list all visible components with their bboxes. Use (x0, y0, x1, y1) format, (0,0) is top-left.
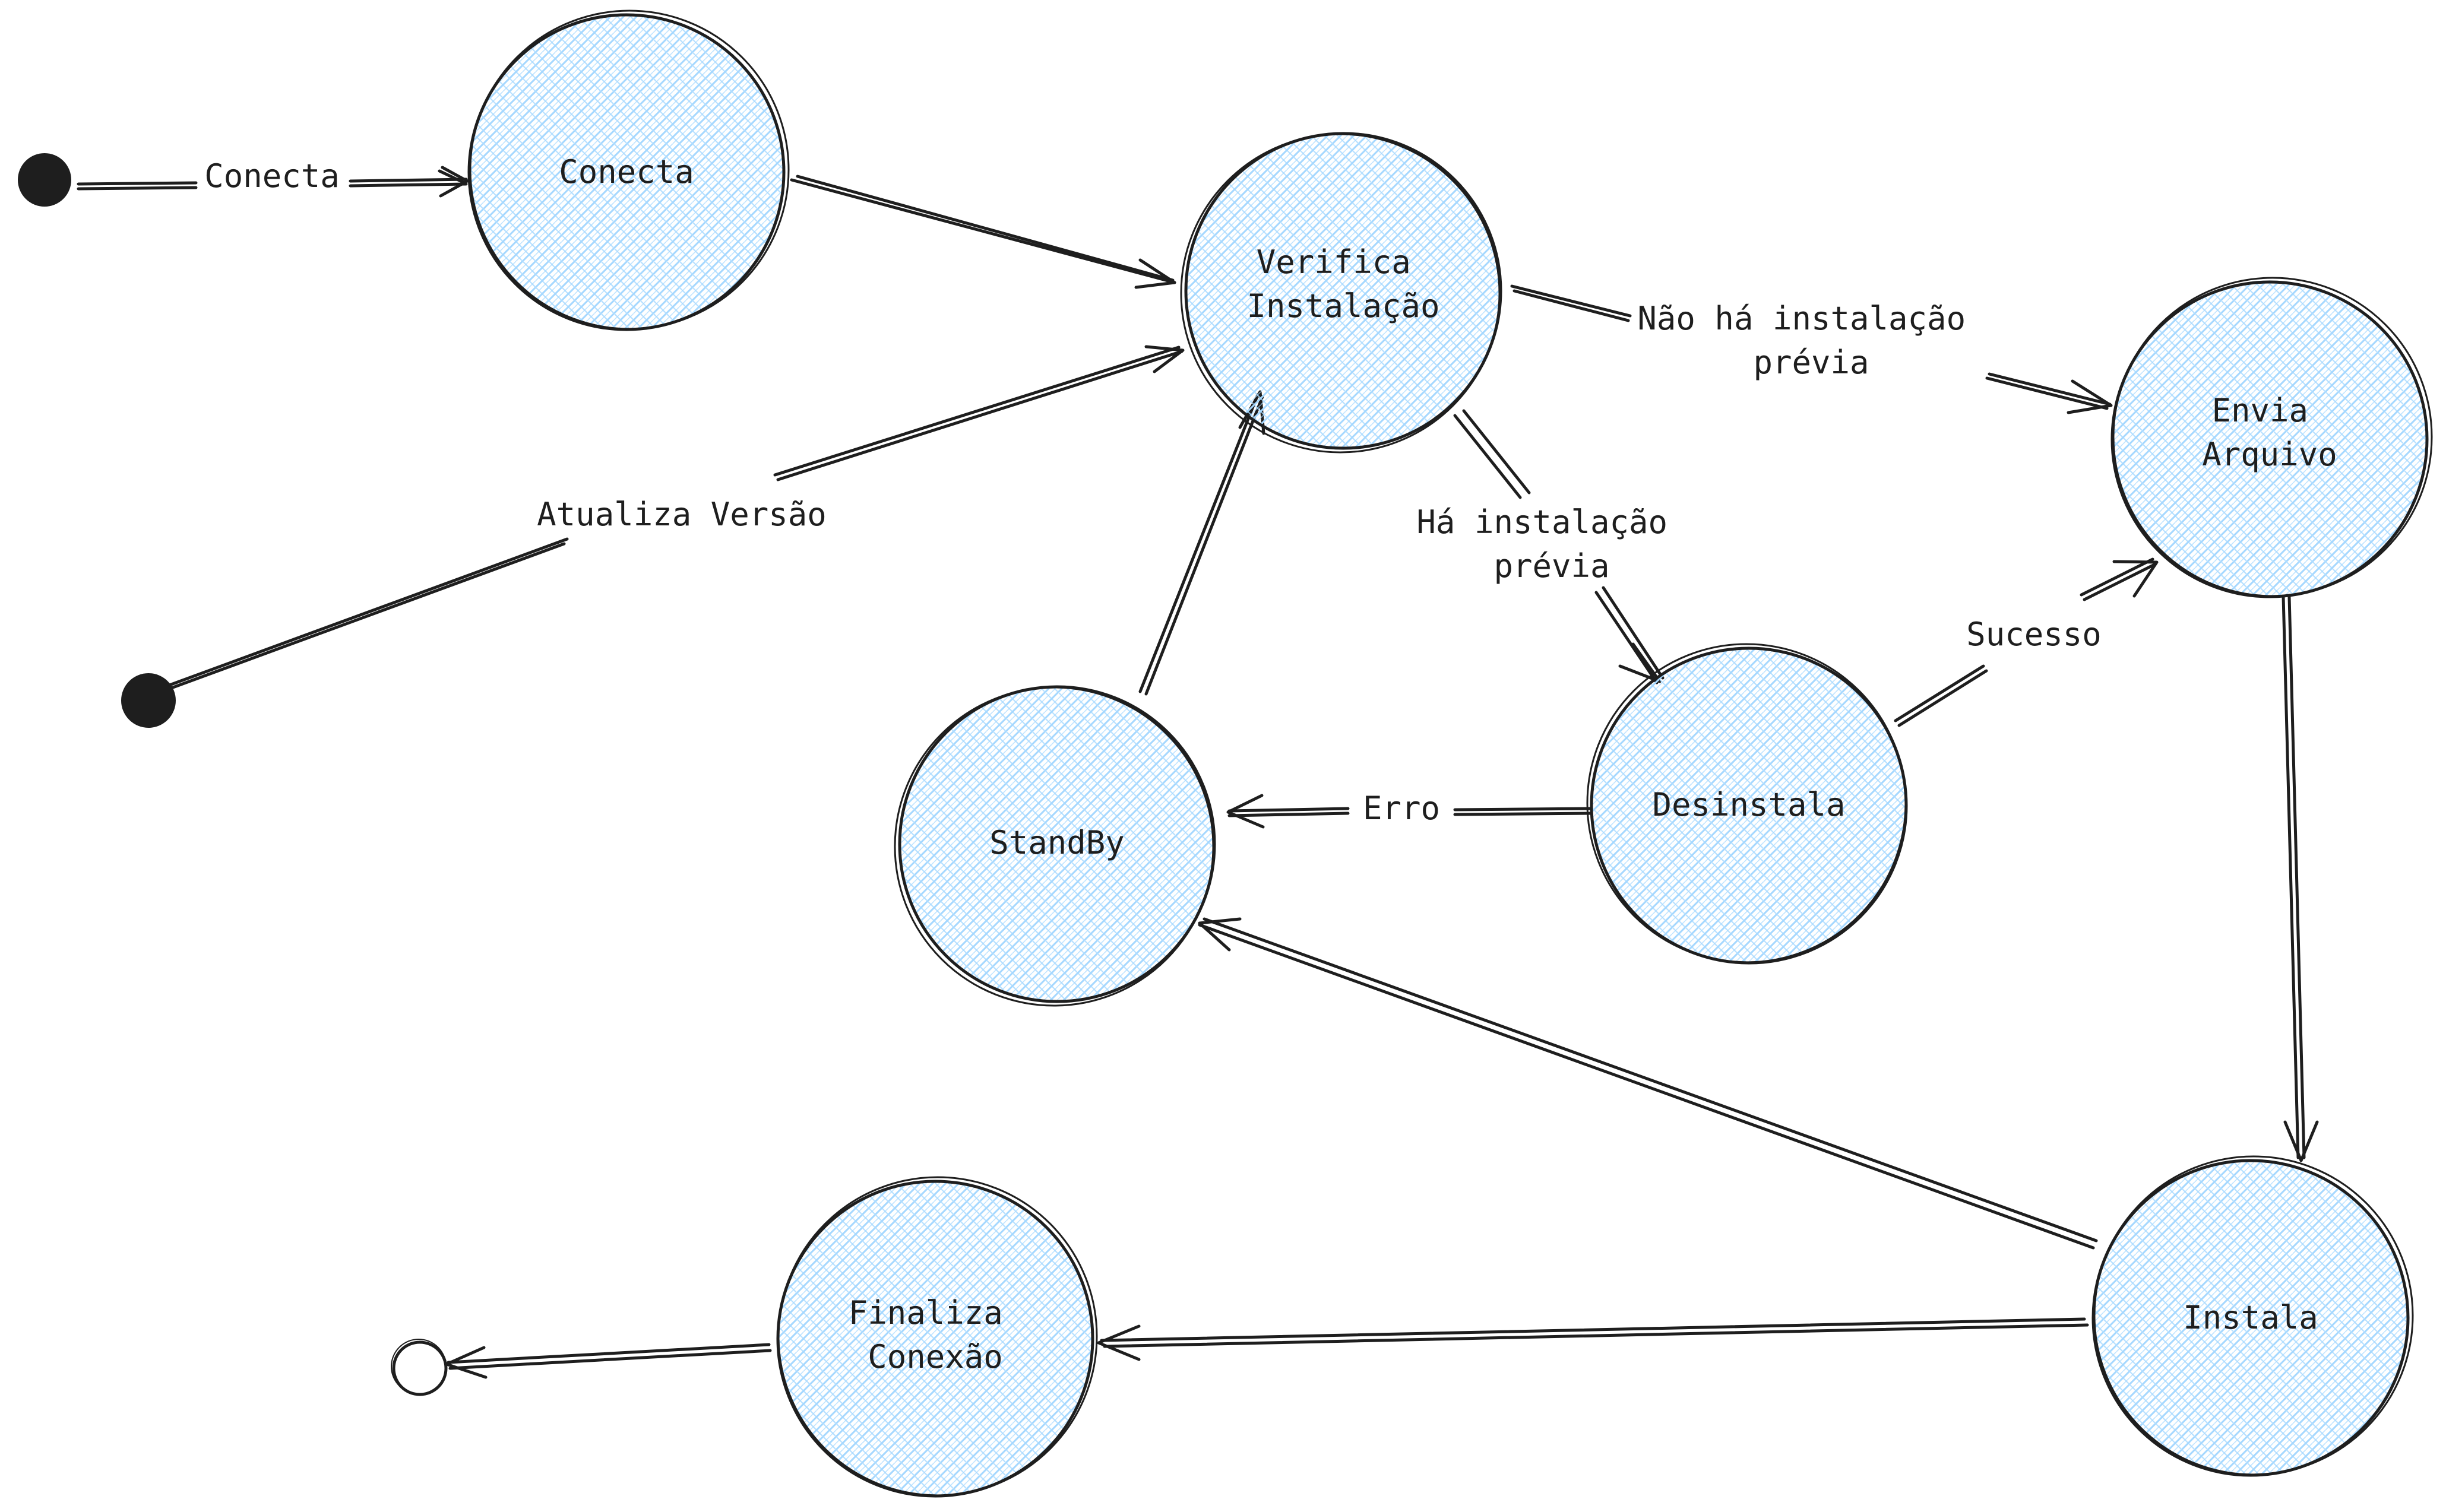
state-finaliza-conexao[interactable]: Finaliza Conexão (776, 1176, 1098, 1498)
label-erro: Erro (1363, 790, 1440, 827)
final-state-circle (391, 1339, 448, 1396)
transition-labels: Conecta Atualiza Versão Não há instalaçã… (204, 157, 2102, 827)
edge-envia-instala (2282, 595, 2319, 1162)
label-ha-instalacao: Há instalação prévia (1416, 503, 1686, 585)
svg-text:StandBy: StandBy (989, 824, 1125, 861)
state-envia-arquivo[interactable]: Envia Arquivo (2110, 277, 2433, 598)
svg-text:Envia Arquivo: Envia Arquivo (2202, 392, 2337, 473)
state-label-line2: Arquivo (2202, 436, 2337, 473)
label-line1: Não há instalação (1637, 300, 1966, 337)
edge-verifica-desinstala (1453, 409, 1665, 684)
svg-text:Finaliza Conexão: Finaliza Conexão (849, 1294, 1023, 1375)
edge-conecta-verifica (790, 175, 1176, 289)
label-sucesso: Sucesso (1966, 616, 2102, 653)
initial-state-dot (18, 153, 71, 207)
state-label: Desinstala (1652, 786, 1845, 823)
state-standby[interactable]: StandBy (894, 685, 1216, 1007)
label-line2: prévia (1493, 547, 1609, 585)
edge-start-conecta (77, 166, 469, 198)
state-label-line1: Envia (2211, 392, 2308, 429)
label-start-conecta: Conecta (204, 157, 340, 195)
edge-finaliza-end (445, 1343, 772, 1379)
edge-desinstala-standby (1226, 794, 1593, 829)
state-label-line2: Conexão (868, 1338, 1003, 1375)
edge-desinstala-envia (1894, 557, 2159, 727)
edge-instala-standby (1198, 917, 2098, 1250)
label-atualiza-versao: Atualiza Versão (537, 496, 827, 533)
state-verifica-instalacao[interactable]: Verifica Instalação (1180, 132, 1502, 454)
initial-state-dot-update (121, 673, 176, 728)
svg-text:Conecta: Conecta (559, 153, 694, 191)
svg-text:Verifica Instalação: Verifica Instalação (1246, 243, 1439, 325)
transitions (77, 166, 2319, 1379)
svg-text:Instala: Instala (2183, 1299, 2318, 1336)
state-label: StandBy (989, 824, 1125, 861)
state-label: Conecta (559, 153, 694, 191)
state-label-line2: Instalação (1246, 287, 1439, 325)
state-conecta[interactable]: Conecta (467, 9, 790, 331)
edge-standby-verifica (1138, 390, 1265, 696)
label-nao-ha-instalacao: Não há instalação prévia (1637, 300, 1985, 381)
state-label-line1: Verifica (1257, 243, 1411, 281)
state-label: Instala (2183, 1299, 2318, 1336)
label-line2: prévia (1753, 344, 1869, 381)
state-label-line1: Finaliza (849, 1294, 1003, 1332)
edge-instala-finaliza (1097, 1317, 2089, 1361)
state-instala[interactable]: Instala (2091, 1155, 2414, 1477)
edge-verifica-envia (1510, 284, 2113, 414)
state-desinstala[interactable]: Desinstala (1586, 643, 1908, 965)
svg-text:Desinstala: Desinstala (1652, 786, 1845, 823)
edge-update-verifica (144, 345, 1185, 699)
label-line1: Há instalação (1416, 503, 1667, 541)
pseudostates (18, 153, 448, 1396)
states: Conecta Verifica Instalação Envia Arquiv… (467, 9, 2433, 1498)
